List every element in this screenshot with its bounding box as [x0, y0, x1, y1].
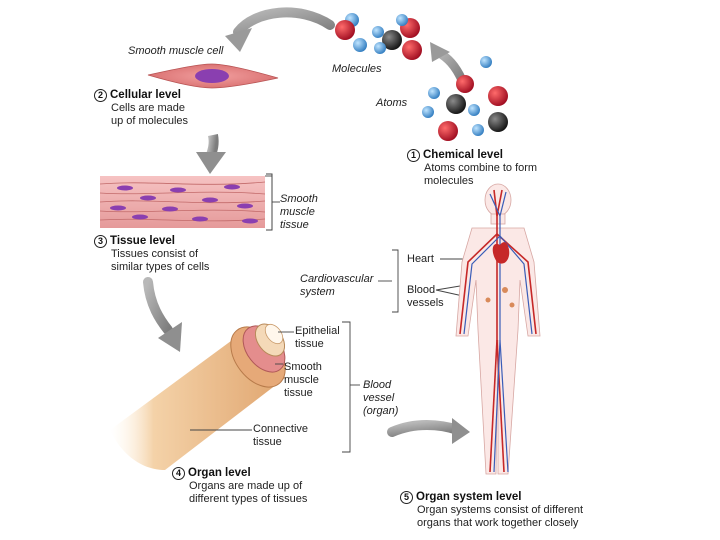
label-cardiovascular-system: Cardiovascular system [300, 273, 374, 298]
level-title: Tissue level [110, 235, 175, 247]
level-title: Organ system level [416, 491, 522, 503]
level-number: 3 [94, 234, 107, 248]
molecules-cluster [335, 13, 422, 60]
atoms-cluster [422, 56, 508, 141]
human-cardiovascular-figure [455, 183, 541, 475]
level-title: Chemical level [423, 149, 503, 161]
level-description: Organs are made up of different types of… [189, 480, 308, 505]
arrow-cell-to-tissue [196, 134, 226, 174]
arrow-atoms-to-molecules [430, 42, 467, 85]
level-description: Cells are made up of molecules [111, 102, 189, 127]
level-number: 2 [94, 88, 107, 102]
label-smooth-muscle-cell: Smooth muscle cell [128, 45, 224, 57]
level-description: Tissues consist of similar types of cell… [111, 248, 210, 273]
level-number: 1 [407, 148, 420, 162]
arrow-tissue-to-organ [143, 277, 182, 352]
level-number: 4 [172, 466, 185, 480]
label-blood-vessel-organ: Blood vessel (organ) [363, 379, 399, 417]
label-molecules: Molecules [332, 63, 382, 75]
level-description: Organ systems consist of different organ… [417, 504, 584, 529]
level-title: Cellular level [110, 89, 181, 101]
level-number: 5 [400, 490, 413, 504]
label-connective-tissue: Connective tissue [253, 423, 309, 448]
label-smooth-muscle-tissue-vessel: Smooth muscle tissue [284, 361, 322, 399]
label-atoms: Atoms [376, 97, 408, 109]
smooth-muscle-cell [147, 63, 279, 89]
label-blood-vessels: Blood vessels [407, 284, 444, 309]
label-heart: Heart [407, 253, 434, 265]
level-description: Atoms combine to form molecules [424, 162, 538, 187]
label-smooth-muscle-tissue: Smooth muscle tissue [280, 193, 318, 231]
smooth-muscle-tissue [99, 173, 273, 231]
blood-vessel-organ [110, 323, 286, 470]
label-epithelial-tissue: Epithelial tissue [295, 325, 340, 350]
level-title: Organ level [188, 467, 251, 479]
arrow-molecules-to-cell [225, 7, 335, 52]
arrow-organ-to-system [387, 418, 470, 444]
